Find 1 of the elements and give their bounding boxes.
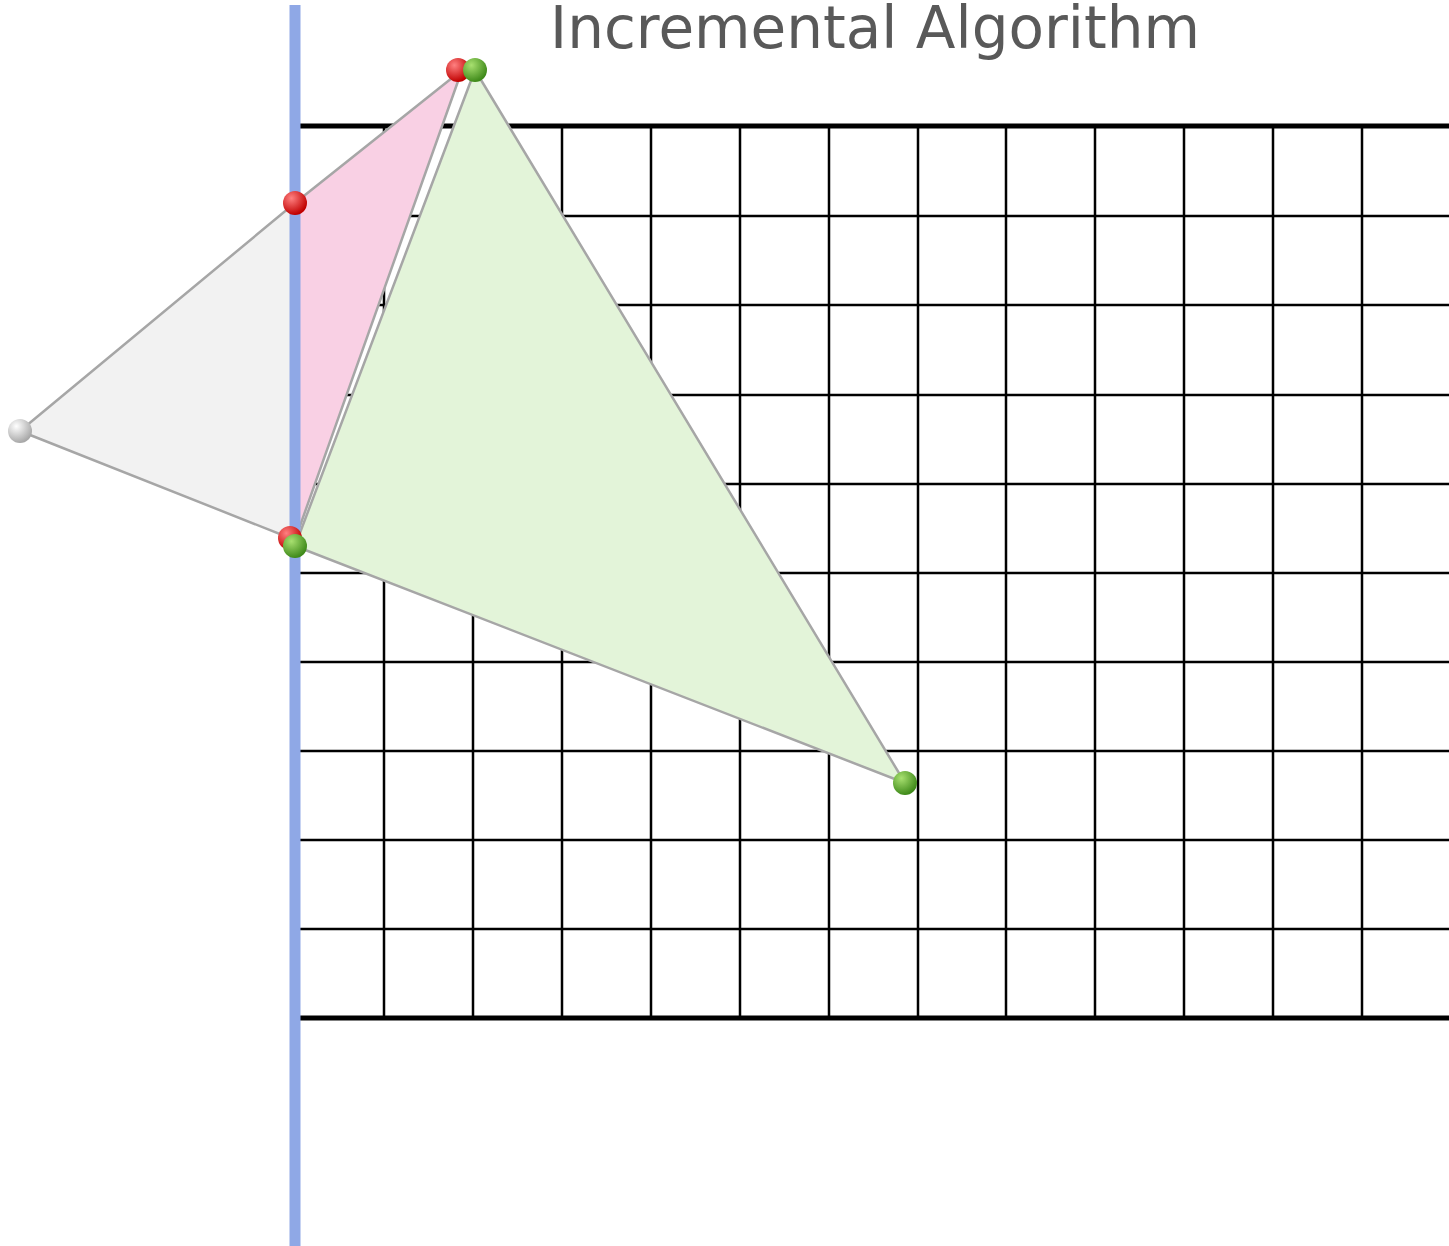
title: Incremental Algorithm bbox=[549, 0, 1201, 62]
